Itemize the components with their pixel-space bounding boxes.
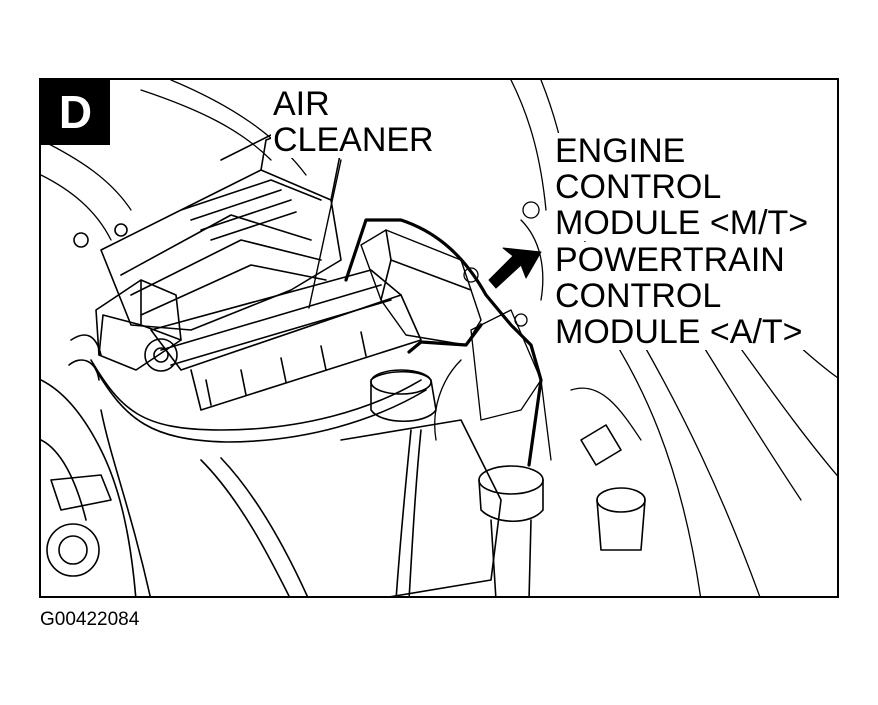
intake-duct — [144, 269, 422, 411]
label-ecm-line-2: CONTROL — [555, 168, 722, 206]
diagram-frame: D AIR CLEANER ENGINE CONTROL MODULE <M/T… — [39, 78, 839, 598]
relay-box — [68, 279, 182, 381]
panel-letter-badge: D — [41, 80, 110, 145]
label-pcm-line-2: CONTROL — [555, 277, 722, 315]
engine-bay-illustration — [41, 80, 837, 596]
label-air-cleaner-line-1: AIR — [273, 85, 330, 123]
control-module — [344, 218, 543, 467]
air-cleaner-leader — [308, 159, 342, 309]
label-air-cleaner-line-2: CLEANER — [273, 121, 434, 159]
label-pcm-line-1: POWERTRAIN — [555, 241, 785, 279]
label-ecm-line-1: ENGINE — [555, 132, 686, 170]
hoses — [90, 359, 427, 596]
label-pcm-line-3: MODULE <A/T> — [555, 313, 803, 351]
label-engine-control-module: ENGINE CONTROL MODULE <M/T> — [553, 132, 811, 242]
fender-left — [41, 379, 137, 596]
label-air-cleaner: AIR CLEANER — [271, 86, 436, 158]
label-ecm-line-3: MODULE <M/T> — [555, 204, 809, 242]
brake-reservoir — [478, 424, 646, 596]
coolant-reservoir — [340, 369, 502, 596]
pointer-arrow — [488, 247, 542, 289]
figure-id: G00422084 — [40, 609, 140, 630]
label-powertrain-control-module: POWERTRAIN CONTROL MODULE <A/T> — [553, 242, 805, 350]
